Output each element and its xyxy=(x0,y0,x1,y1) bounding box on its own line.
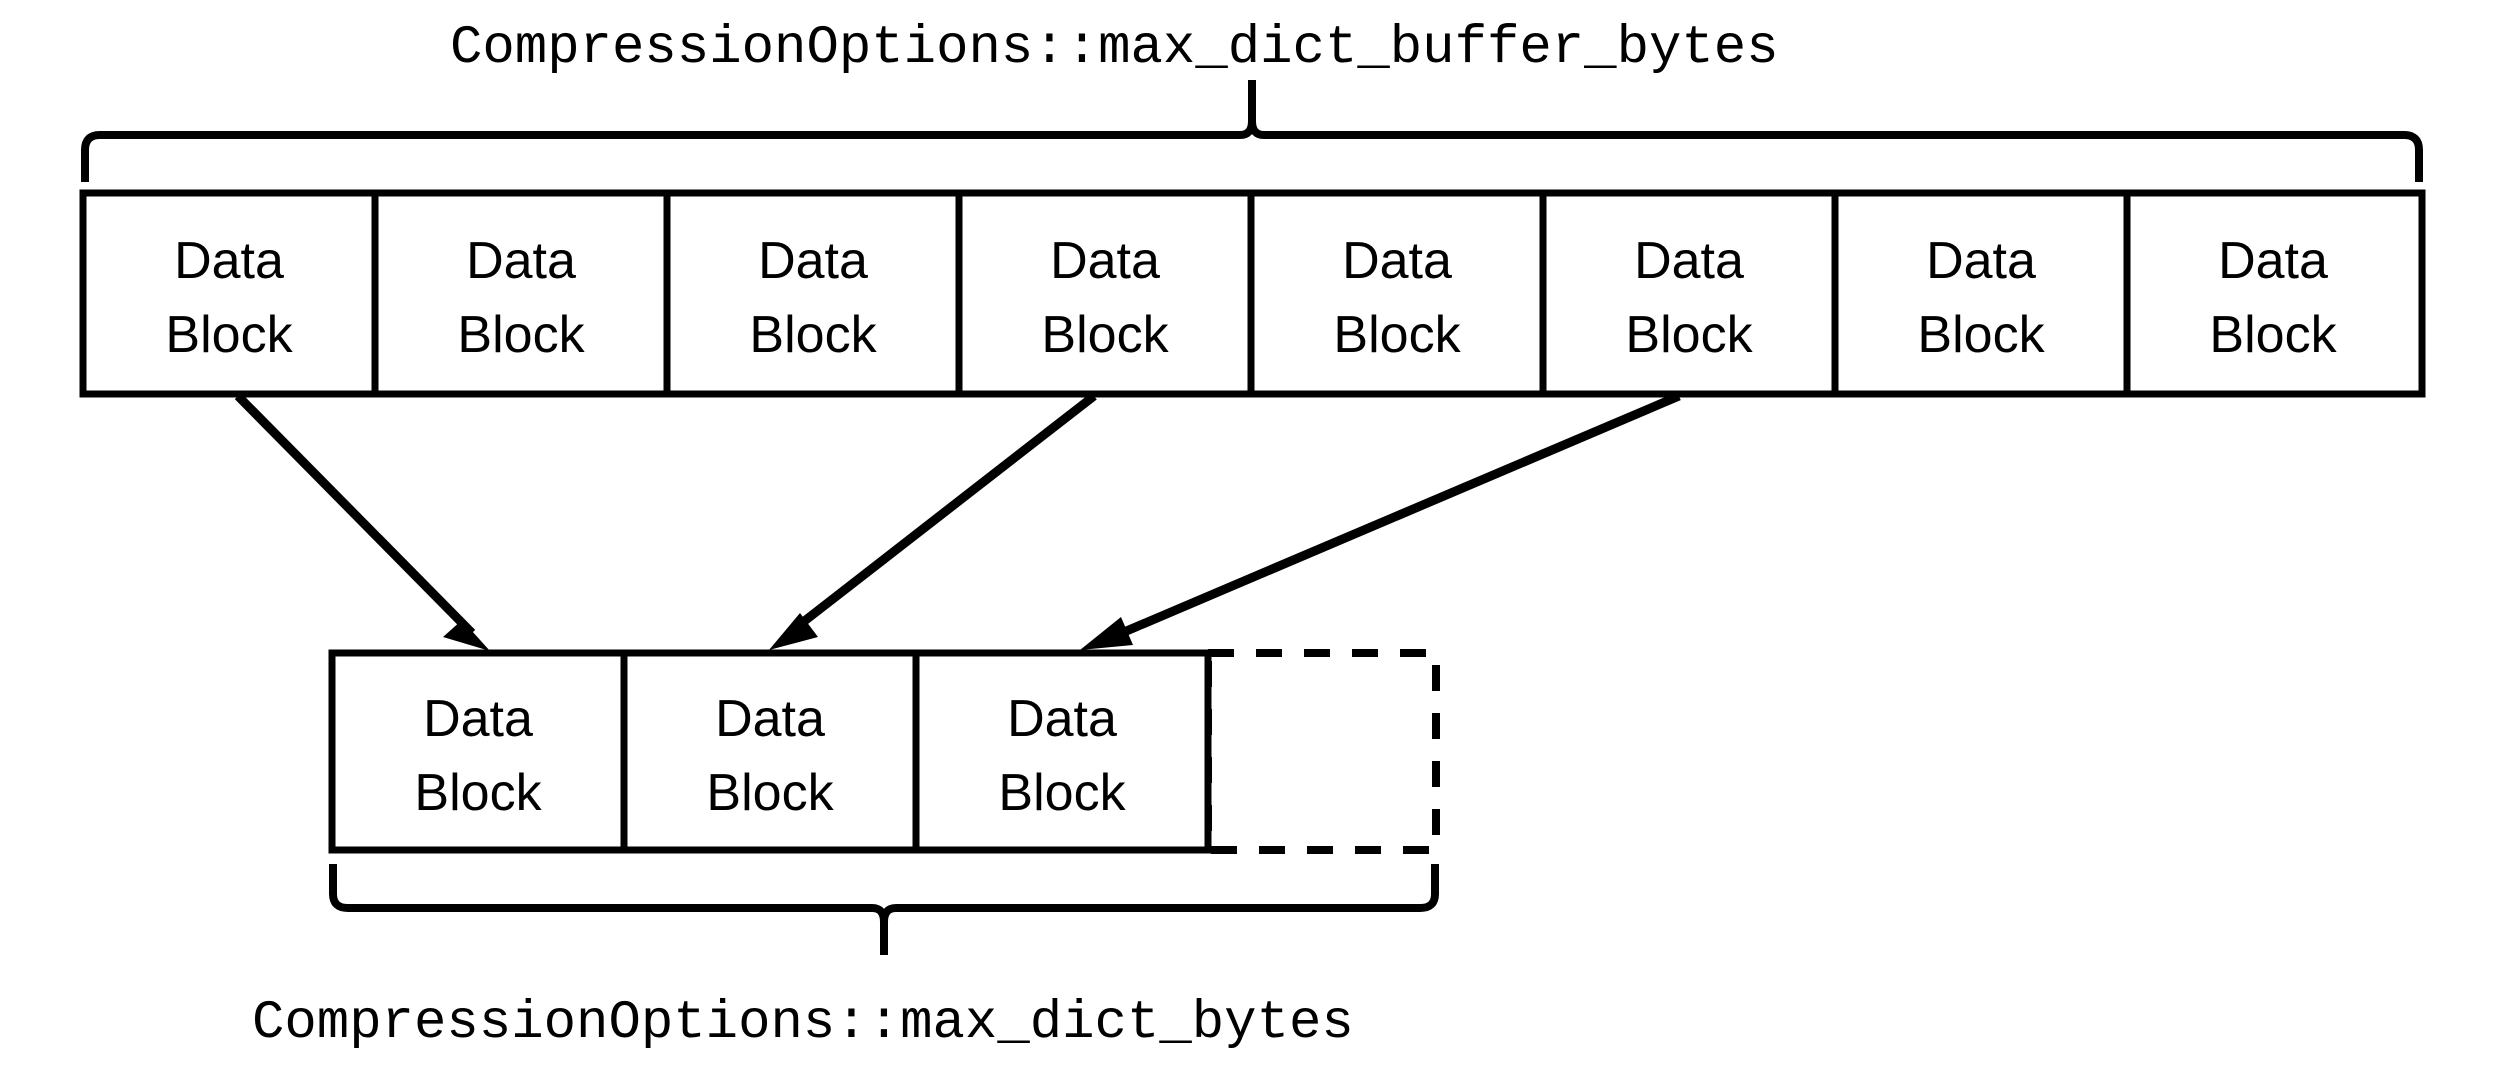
top-block-6-line2: Block xyxy=(1625,306,1753,364)
top-block-2-line1: Data xyxy=(466,232,576,290)
top-data-block-6: Data Block xyxy=(1625,232,1753,364)
bottom-data-block-1: Data Block xyxy=(414,690,542,822)
bottom-data-block-3: Data Block xyxy=(998,690,1126,822)
top-data-block-2: Data Block xyxy=(457,232,585,364)
arrow-1 xyxy=(234,392,490,651)
top-data-block-1: Data Block xyxy=(165,232,293,364)
bottom-block-1-line1: Data xyxy=(423,690,533,748)
arrow-2 xyxy=(769,392,1097,650)
top-block-2-line2: Block xyxy=(457,306,585,364)
bottom-block-2-line1: Data xyxy=(715,690,825,748)
top-block-8-line1: Data xyxy=(2218,232,2328,290)
top-block-5-line1: Data xyxy=(1342,232,1452,290)
top-block-3-line2: Block xyxy=(749,306,877,364)
bottom-label-text: CompressionOptions::max_dict_bytes xyxy=(252,993,1354,1054)
arrow-3 xyxy=(1080,391,1681,650)
top-block-5-line2: Block xyxy=(1333,306,1461,364)
bottom-brace xyxy=(329,864,1439,955)
top-label-text: CompressionOptions::max_dict_buffer_byte… xyxy=(450,18,1779,79)
top-block-1-line1: Data xyxy=(174,232,284,290)
top-block-row: Data Block Data Block Data Block Data Bl… xyxy=(79,189,2426,398)
bottom-row-empty-slot xyxy=(1204,649,1440,854)
arrow-2-head xyxy=(769,613,818,650)
bottom-block-3-line1: Data xyxy=(1007,690,1117,748)
top-block-6-line1: Data xyxy=(1634,232,1744,290)
bottom-row-outer-rect xyxy=(328,649,1212,854)
bottom-block-2-line2: Block xyxy=(706,764,834,822)
arrow-1-head xyxy=(443,620,490,651)
arrow-1-line xyxy=(234,392,476,637)
top-block-8-line2: Block xyxy=(2209,306,2337,364)
top-brace xyxy=(81,80,2423,182)
top-data-block-5: Data Block xyxy=(1333,232,1461,364)
top-block-4-line1: Data xyxy=(1050,232,1160,290)
top-data-block-8: Data Block xyxy=(2209,232,2337,364)
arrow-3-line xyxy=(1108,391,1681,643)
bottom-data-block-2: Data Block xyxy=(706,690,834,822)
bottom-block-1-line2: Block xyxy=(414,764,542,822)
top-data-block-3: Data Block xyxy=(749,232,877,364)
top-block-1-line2: Block xyxy=(165,306,293,364)
top-block-7-line1: Data xyxy=(1926,232,2036,290)
arrow-2-line xyxy=(786,392,1097,637)
top-data-block-7: Data Block xyxy=(1917,232,2045,364)
bottom-block-3-line2: Block xyxy=(998,764,1126,822)
top-block-3-line1: Data xyxy=(758,232,868,290)
bottom-block-row: Data Block Data Block Data Block xyxy=(328,649,1440,854)
top-data-block-4: Data Block xyxy=(1041,232,1169,364)
arrow-3-head xyxy=(1080,617,1133,650)
top-block-4-line2: Block xyxy=(1041,306,1169,364)
top-block-7-line2: Block xyxy=(1917,306,2045,364)
